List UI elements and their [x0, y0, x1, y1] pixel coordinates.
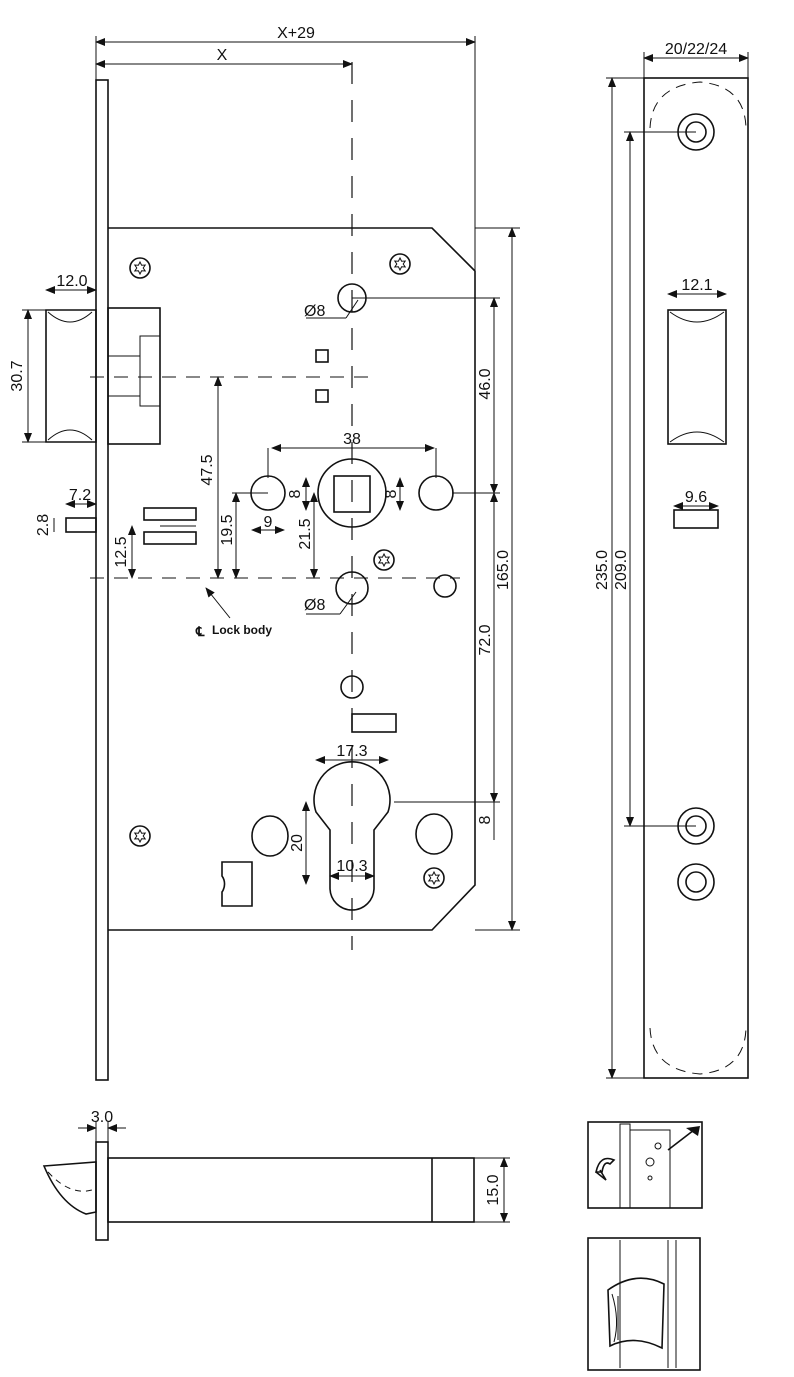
dim-12-5: 12.5 — [113, 536, 130, 567]
latch-mechanism — [107, 307, 161, 445]
strike-plate — [643, 77, 749, 1079]
dim-x: X — [217, 47, 228, 64]
dim-latch-height: 30.7 — [9, 360, 26, 391]
centerline-symbol: ℄ — [195, 624, 205, 639]
dim-21-5: 21.5 — [297, 518, 314, 549]
strike-plate-view — [606, 52, 749, 1079]
dim-8b: 8 — [383, 489, 400, 498]
square-spindle-hole — [333, 475, 371, 513]
latch-bolt-side — [45, 309, 97, 443]
installation-thumbnail-bottom — [587, 1237, 701, 1371]
screw-icon — [129, 257, 151, 279]
installation-thumbnail-top — [587, 1121, 703, 1209]
screw-icon — [389, 253, 411, 275]
dim-12-1: 12.1 — [681, 277, 712, 294]
main-dimensions — [22, 36, 520, 931]
lock-side-view — [42, 1122, 510, 1241]
lock-case-outline — [108, 227, 476, 931]
latch-side — [42, 1161, 97, 1215]
lock-case-side — [107, 1157, 475, 1223]
dim-72: 72.0 — [477, 624, 494, 655]
dim-latch-width: 12.0 — [56, 273, 87, 290]
dim-8a: 8 — [287, 489, 304, 498]
dim-8-cyl: 8 — [477, 815, 494, 824]
dim-10-3: 10.3 — [336, 858, 367, 875]
dim-209: 209.0 — [613, 550, 630, 590]
dim-19-5: 19.5 — [219, 514, 236, 545]
dim-165: 165.0 — [495, 550, 512, 590]
dim-7-2: 7.2 — [69, 487, 91, 504]
dim-3-0: 3.0 — [91, 1109, 113, 1126]
dim-15-0: 15.0 — [485, 1174, 502, 1205]
dim-20: 20 — [289, 834, 306, 852]
dim-9-6: 9.6 — [685, 489, 707, 506]
dim-faceplate-width: 20/22/24 — [665, 41, 727, 58]
lock-body-label: Lock body — [212, 623, 272, 637]
dim-9: 9 — [264, 514, 273, 531]
screw-icon — [373, 549, 395, 571]
dim-235: 235.0 — [594, 550, 611, 590]
screw-icon — [129, 825, 151, 847]
dim-2-8: 2.8 — [35, 514, 52, 536]
screw-icon — [423, 867, 445, 889]
lock-front-view — [45, 62, 476, 1081]
label-d8-bottom: Ø8 — [304, 597, 325, 614]
dim-x-plus-29: X+29 — [277, 25, 315, 42]
label-d8-top: Ø8 — [304, 303, 325, 320]
euro-cylinder-cutout — [313, 761, 391, 911]
dim-38: 38 — [343, 431, 361, 448]
latch-opening — [667, 309, 727, 445]
dim-47-5: 47.5 — [199, 454, 216, 485]
faceplate-strip — [95, 79, 109, 1081]
dim-17-3: 17.3 — [336, 743, 367, 760]
auxiliary-latch — [65, 517, 97, 533]
deadbolt-opening — [673, 509, 719, 529]
dim-46: 46.0 — [477, 368, 494, 399]
